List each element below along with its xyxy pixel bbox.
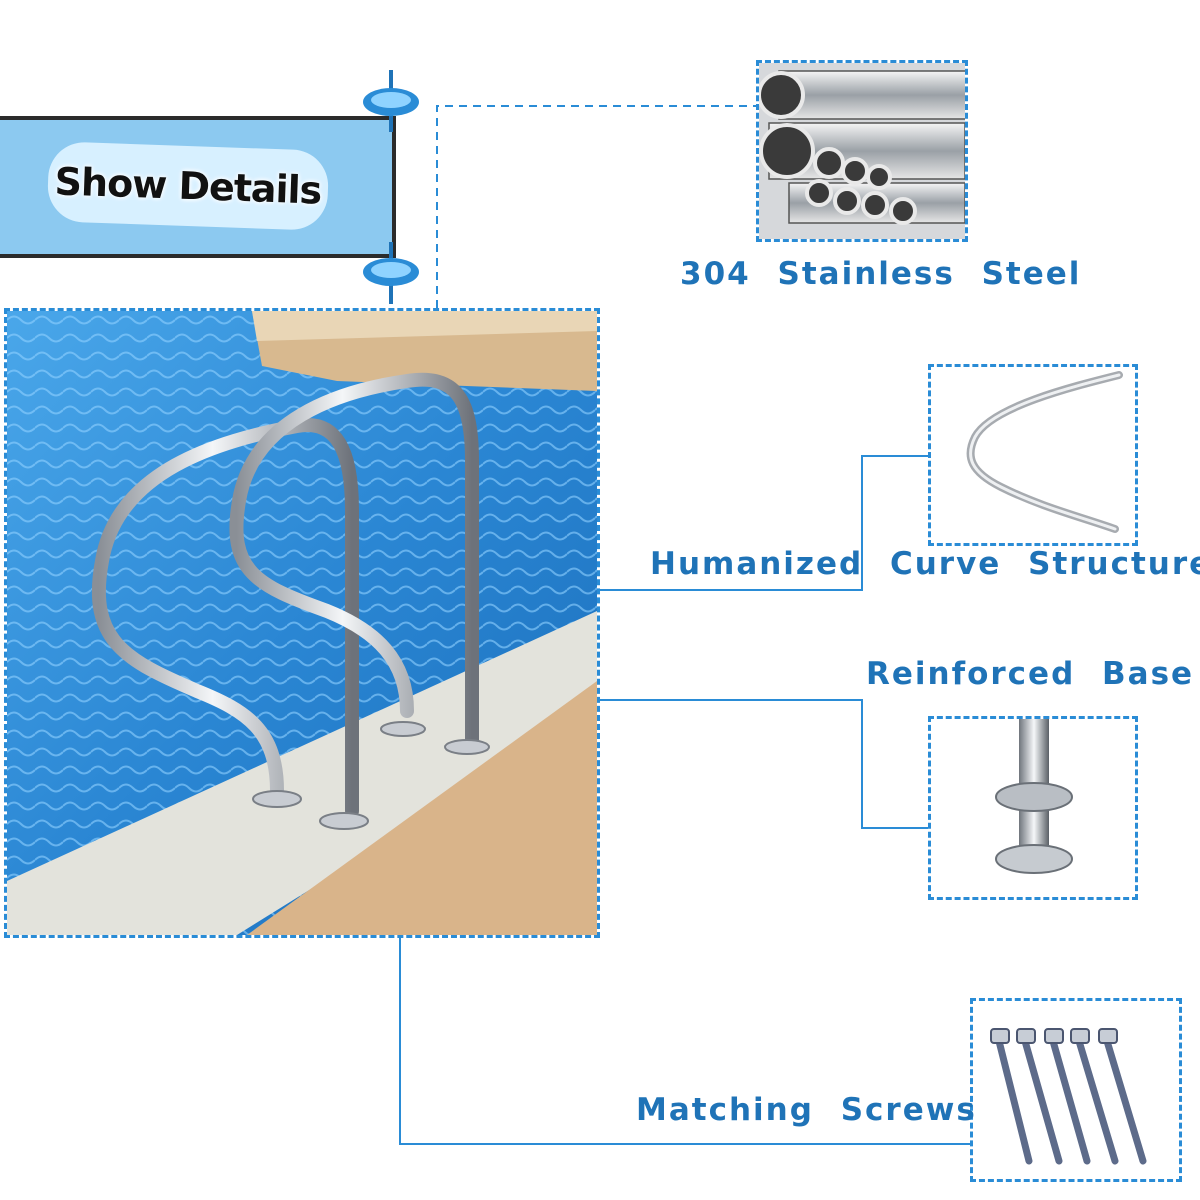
- banner-pin-top-icon: [363, 70, 419, 132]
- screws-label: Matching Screws: [636, 1092, 977, 1128]
- banner-pin-bottom-icon: [363, 242, 419, 304]
- base-label: Reinforced Base: [866, 656, 1195, 692]
- expansion-screws-icon: [990, 1028, 1147, 1165]
- curved-rail-icon: [966, 371, 1123, 533]
- pool-ladder-photo: [7, 311, 597, 935]
- steel-label: 304 Stainless Steel: [680, 256, 1082, 292]
- base-frame: [928, 716, 1138, 900]
- steel-pipes-icon: [759, 63, 965, 239]
- screws-frame: [970, 998, 1182, 1182]
- curve-label: Humanized Curve Structure: [650, 546, 1200, 582]
- base-flange-icon: [995, 719, 1073, 874]
- steel-pipes-frame: [756, 60, 968, 242]
- main-product-photo: [4, 308, 600, 938]
- banner-title: Show Details: [46, 141, 330, 231]
- curve-frame: [928, 364, 1138, 546]
